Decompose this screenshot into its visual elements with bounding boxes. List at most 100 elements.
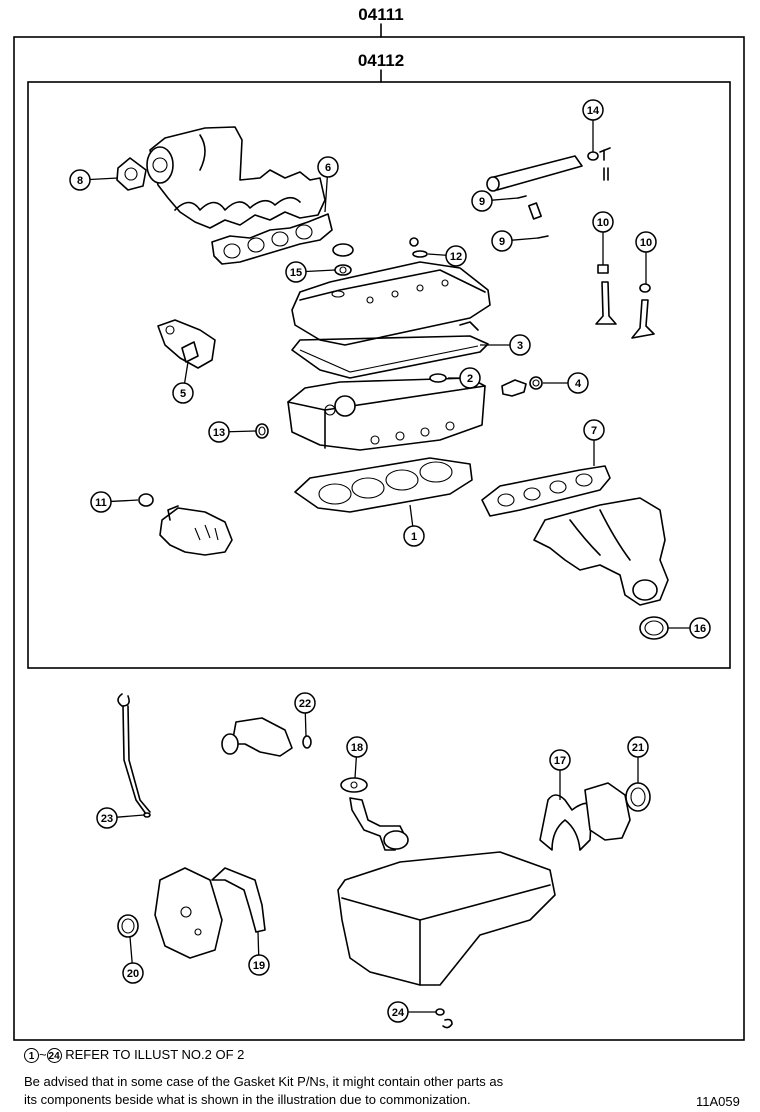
ref-tilde: ~ — [39, 1047, 47, 1062]
callout-c14: 14 — [582, 99, 604, 152]
ref-start-badge: 1 — [24, 1048, 39, 1064]
callout-number: 22 — [299, 698, 311, 710]
callout-layer: 1234567899101011121314151617181920212223… — [69, 99, 711, 1023]
spark-plug-tube — [486, 147, 611, 192]
callout-circle — [471, 190, 493, 212]
oil-seal-4 — [501, 376, 543, 397]
callout-leader — [89, 177, 119, 181]
callout-circle — [122, 962, 144, 984]
intake-valve — [595, 264, 617, 325]
callout-c19: 19 — [248, 931, 270, 976]
callout-circle — [90, 491, 112, 513]
callout-circle — [582, 99, 604, 121]
illustration-code: 11A059 — [696, 1094, 740, 1109]
callout-number: 10 — [640, 237, 652, 249]
timing-cover — [154, 867, 223, 959]
callout-circle — [248, 954, 270, 976]
callout-circle — [346, 736, 368, 758]
distributor — [159, 505, 233, 556]
callout-c2: 2 — [448, 367, 481, 389]
callout-c10a: 10 — [592, 211, 614, 265]
callout-number: 21 — [632, 742, 644, 754]
callout-number: 17 — [554, 755, 566, 767]
callout-circle — [592, 211, 614, 233]
callout-leader — [116, 814, 145, 818]
callout-number: 4 — [575, 378, 582, 390]
callout-c4: 4 — [543, 372, 589, 394]
callout-circle — [172, 382, 194, 404]
callout-leader — [511, 237, 539, 241]
callout-leader — [354, 756, 358, 779]
callout-leader — [409, 504, 414, 527]
callout-leader — [305, 269, 336, 273]
callout-leader — [257, 931, 260, 956]
reference-note: 1~24 REFER TO ILLUST NO.2 OF 2 — [24, 1046, 245, 1064]
flange-gasket — [116, 157, 147, 191]
ref-text: REFER TO ILLUST NO.2 OF 2 — [61, 1047, 245, 1062]
rear-seal-housing — [584, 782, 651, 841]
crankshaft-front-seal — [117, 914, 139, 938]
callout-number: 1 — [411, 531, 417, 543]
callout-number: 15 — [290, 267, 302, 279]
callout-leader — [427, 253, 447, 256]
callout-circle — [549, 749, 571, 771]
callout-c22: 22 — [294, 692, 316, 737]
callout-number: 2 — [467, 373, 473, 385]
callout-circle — [387, 1001, 409, 1023]
cover-grommet — [409, 237, 428, 258]
oil-pan — [337, 851, 556, 986]
callout-leader — [129, 936, 133, 964]
callout-number: 20 — [127, 968, 139, 980]
callout-number: 14 — [587, 105, 600, 117]
callout-number: 8 — [77, 175, 83, 187]
cylinder-head-gasket — [294, 457, 473, 513]
callout-circle — [635, 231, 657, 253]
callout-circle — [689, 617, 711, 639]
callout-circle — [459, 367, 481, 389]
plug — [429, 373, 447, 383]
callout-c13: 13 — [208, 421, 257, 443]
callout-circle — [208, 421, 230, 443]
callout-circle — [96, 807, 118, 829]
o-ring-11 — [138, 493, 154, 507]
callout-circle — [403, 525, 425, 547]
callout-c1: 1 — [403, 504, 425, 547]
callout-c5: 5 — [172, 361, 194, 404]
callout-circle — [317, 156, 339, 178]
callout-circle — [583, 419, 605, 441]
callout-number: 10 — [597, 217, 609, 229]
callout-c9a: 9 — [471, 190, 519, 212]
callout-leader — [228, 430, 257, 433]
callout-c6: 6 — [317, 156, 339, 213]
water-inlet — [221, 717, 312, 757]
exhaust-pipe-gasket — [639, 616, 669, 640]
callout-c20: 20 — [122, 936, 144, 984]
oil-strainer — [340, 777, 409, 851]
callout-circle — [491, 230, 513, 252]
callout-c21: 21 — [627, 736, 649, 783]
callout-circle — [509, 334, 531, 356]
callout-c11: 11 — [90, 491, 139, 513]
callout-circle — [627, 736, 649, 758]
o-ring-13 — [255, 423, 269, 439]
intake-manifold — [146, 126, 326, 229]
exhaust-manifold-gasket — [481, 465, 611, 517]
callout-c18: 18 — [346, 736, 368, 779]
callout-c15: 15 — [285, 261, 336, 283]
exhaust-manifold — [533, 497, 669, 606]
callout-number: 7 — [591, 425, 597, 437]
callout-circle — [294, 692, 316, 714]
exhaust-valve — [631, 283, 655, 339]
timing-cover-gasket — [211, 867, 266, 933]
callout-number: 9 — [499, 236, 505, 248]
advice-line-1: Be advised that in some case of the Gask… — [24, 1074, 504, 1089]
callout-leader — [324, 176, 328, 213]
oil-level-gauge — [117, 693, 151, 818]
cylinder-head-cover-gasket — [291, 321, 489, 379]
callout-c17: 17 — [549, 749, 571, 800]
callout-circle — [285, 261, 307, 283]
callout-c8: 8 — [69, 169, 119, 191]
callout-c12: 12 — [427, 245, 467, 267]
callout-leader — [491, 197, 519, 201]
callout-c24: 24 — [387, 1001, 436, 1023]
